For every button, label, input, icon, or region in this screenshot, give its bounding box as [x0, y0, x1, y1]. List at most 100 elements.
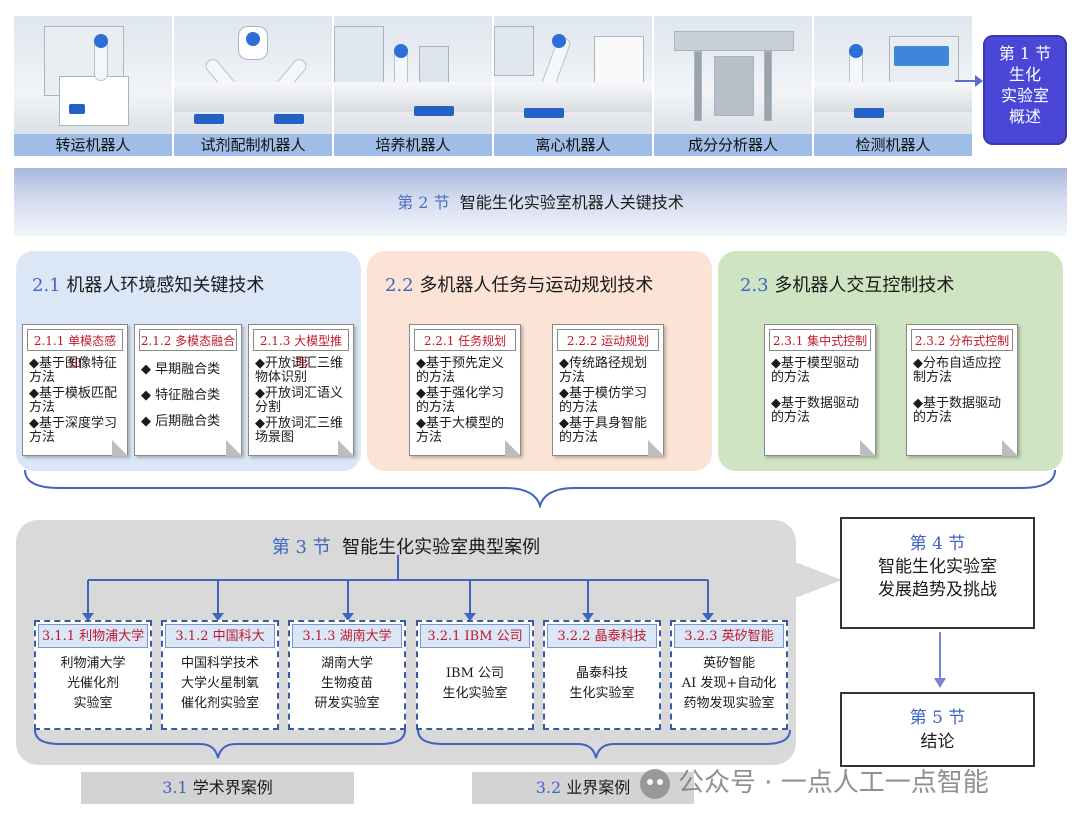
case-3-2-1: 3.2.1 IBM 公司 IBM 公司 生化实验室 — [416, 620, 534, 730]
robot-photo-transport: 转运机器人 — [14, 16, 172, 156]
case-head: 3.1.3 湖南大学 — [292, 624, 402, 648]
robot-scene — [814, 16, 972, 134]
card-list: ◆基于模型驱动的方法 ◆基于数据驱动的方法 — [765, 351, 875, 425]
robot-scene — [654, 16, 812, 134]
page-fold — [226, 440, 242, 456]
page-fold — [648, 440, 664, 456]
robot-photo-reagent: 试剂配制机器人 — [174, 16, 332, 156]
group-num: 3.2 — [535, 778, 562, 797]
section4-line: 智能生化实验室 — [878, 557, 997, 577]
card-2-1-1: 2.1.1 单模态感知 ◆基于图像特征方法 ◆基于模板匹配方法 ◆基于深度学习方… — [22, 324, 128, 456]
case-body: 晶泰科技 生化实验室 — [545, 650, 659, 704]
list-item: ◆基于深度学习方法 — [29, 416, 117, 445]
card-head: 2.1.1 单模态感知 — [27, 329, 123, 370]
panel-title: 2.3 多机器人交互控制技术 — [740, 271, 954, 297]
watermark: 公众号 · 一点人工一点智能 — [640, 763, 989, 803]
case-3-2-3: 3.2.3 英矽智能 英矽智能 AI 发现+自动化 药物发现实验室 — [670, 620, 788, 730]
case-body: 湖南大学 生物疫苗 研发实验室 — [290, 650, 404, 714]
wechat-icon — [640, 768, 670, 799]
group-braces — [34, 729, 791, 759]
robot-photo-analysis: 成分分析器人 — [654, 16, 812, 156]
card-head: 2.3.1 集中式控制 — [769, 329, 871, 351]
case-head: 3.1.2 中国科大 — [165, 624, 275, 648]
card-list: ◆基于图像特征方法 ◆基于模板匹配方法 ◆基于深度学习方法 — [23, 351, 127, 445]
card-list: ◆传统路径规划方法 ◆基于模仿学习的方法 ◆基于具身智能的方法 — [553, 351, 663, 445]
arrow-head-icon — [975, 75, 983, 87]
panel-title: 2.2 多机器人任务与运动规划技术 — [385, 271, 653, 297]
panel-num: 2.1 — [32, 275, 61, 296]
section4-line: 发展趋势及挑战 — [878, 580, 997, 600]
section2-num: 第 2 节 — [397, 193, 450, 212]
list-item: ◆基于数据驱动的方法 — [771, 396, 859, 425]
robot-photo-centrifuge: 离心机器人 — [494, 16, 652, 156]
robot-label: 离心机器人 — [494, 134, 652, 156]
list-item: ◆基于图像特征方法 — [29, 356, 117, 385]
robot-label: 成分分析器人 — [654, 134, 812, 156]
card-list: ◆基于预先定义的方法 ◆基于强化学习的方法 ◆基于大模型的方法 — [410, 351, 520, 445]
case-line: 生化实验室 — [442, 686, 508, 701]
case-head: 3.2.2 晶泰科技 — [547, 624, 657, 648]
robot-photo-culture: 培养机器人 — [334, 16, 492, 156]
section3-title-text: 智能生化实验室典型案例 — [342, 537, 541, 558]
list-item: ◆开放词汇语义分割 — [255, 386, 343, 415]
group-num: 3.1 — [162, 778, 188, 797]
case-line: 晶泰科技 — [575, 666, 628, 681]
list-item: ◆传统路径规划方法 — [559, 356, 647, 385]
case-body: 英矽智能 AI 发现+自动化 药物发现实验室 — [672, 650, 786, 714]
panel-2-3: 2.3 多机器人交互控制技术 2.3.1 集中式控制 ◆基于模型驱动的方法 ◆基… — [718, 251, 1063, 471]
case-line: 大学火星制氧 — [180, 676, 259, 691]
card-2-3-2: 2.3.2 分布式控制 ◆分布自适应控制方法 ◆基于数据驱动的方法 — [906, 324, 1018, 456]
list-item: ◆ 特征融合类 — [141, 388, 221, 403]
section1-line: 第 1 节 — [998, 44, 1052, 63]
card-2-1-2: 2.1.2 多模态融合 ◆ 早期融合类 ◆ 特征融合类 ◆ 后期融合类 — [134, 324, 242, 456]
robot-label: 检测机器人 — [814, 134, 972, 156]
panel-title-text: 机器人环境感知关键技术 — [66, 275, 265, 296]
section3-num: 第 3 节 — [271, 537, 331, 558]
card-head: 2.3.2 分布式控制 — [911, 329, 1013, 351]
section5-box: 第 5 节 结论 — [840, 692, 1035, 767]
section5-num: 第 5 节 — [909, 708, 966, 728]
list-item: ◆分布自适应控制方法 — [913, 356, 1001, 385]
case-head: 3.2.1 IBM 公司 — [420, 624, 530, 648]
robot-label: 试剂配制机器人 — [174, 134, 332, 156]
robot-photo-detection: 检测机器人 — [814, 16, 972, 156]
panel-title-text: 多机器人任务与运动规划技术 — [419, 275, 654, 296]
section4-num: 第 4 节 — [909, 534, 966, 554]
page-fold — [112, 440, 128, 456]
robot-scene — [174, 16, 332, 134]
section2-title: 智能生化实验室机器人关键技术 — [459, 193, 684, 212]
section4-box: 第 4 节 智能生化实验室 发展趋势及挑战 — [840, 517, 1035, 629]
arrow-to-section1 — [955, 80, 977, 82]
list-item: ◆ 早期融合类 — [141, 362, 221, 377]
case-line: 利物浦大学 — [60, 656, 126, 671]
case-line: IBM 公司 — [445, 666, 505, 681]
group-title: 业界案例 — [566, 778, 631, 797]
robot-scene — [14, 16, 172, 134]
case-3-2-2: 3.2.2 晶泰科技 晶泰科技 生化实验室 — [543, 620, 661, 730]
panel-title: 2.1 机器人环境感知关键技术 — [32, 271, 264, 297]
card-2-1-3: 2.1.3 大模型推理 ◆开放词汇三维物体识别 ◆开放词汇语义分割 ◆开放词汇三… — [248, 324, 354, 456]
list-item: ◆基于强化学习的方法 — [416, 386, 504, 415]
list-item: ◆开放词汇三维物体识别 — [255, 356, 343, 385]
section3-title: 第 3 节 智能生化实验室典型案例 — [16, 533, 796, 559]
robot-label: 培养机器人 — [334, 134, 492, 156]
section1-line: 实验室 — [1000, 86, 1049, 105]
card-head: 2.1.3 大模型推理 — [253, 329, 349, 370]
case-3-1-1: 3.1.1 利物浦大学 利物浦大学 光催化剂 实验室 — [34, 620, 152, 730]
list-item: ◆基于数据驱动的方法 — [913, 396, 1001, 425]
case-body: 利物浦大学 光催化剂 实验室 — [36, 650, 150, 714]
section1-box: 第 1 节 生化 实验室 概述 — [983, 35, 1067, 145]
section1-line: 概述 — [1008, 107, 1041, 126]
robot-scene — [494, 16, 652, 134]
section2-banner: 第 2 节 智能生化实验室机器人关键技术 — [14, 168, 1067, 236]
case-3-1-3: 3.1.3 湖南大学 湖南大学 生物疫苗 研发实验室 — [288, 620, 406, 730]
case-line: 催化剂实验室 — [180, 696, 259, 711]
card-list: ◆开放词汇三维物体识别 ◆开放词汇语义分割 ◆开放词汇三维场景图 — [249, 351, 353, 445]
case-line: 英矽智能 — [702, 656, 755, 671]
tree-connector — [82, 555, 714, 621]
case-line: 湖南大学 — [320, 656, 373, 671]
case-line: AI 发现+自动化 — [681, 676, 777, 691]
section5-title: 结论 — [920, 732, 955, 752]
group-title: 学术界案例 — [192, 778, 273, 797]
case-3-1-2: 3.1.2 中国科大 中国科学技术 大学火星制氧 催化剂实验室 — [161, 620, 279, 730]
